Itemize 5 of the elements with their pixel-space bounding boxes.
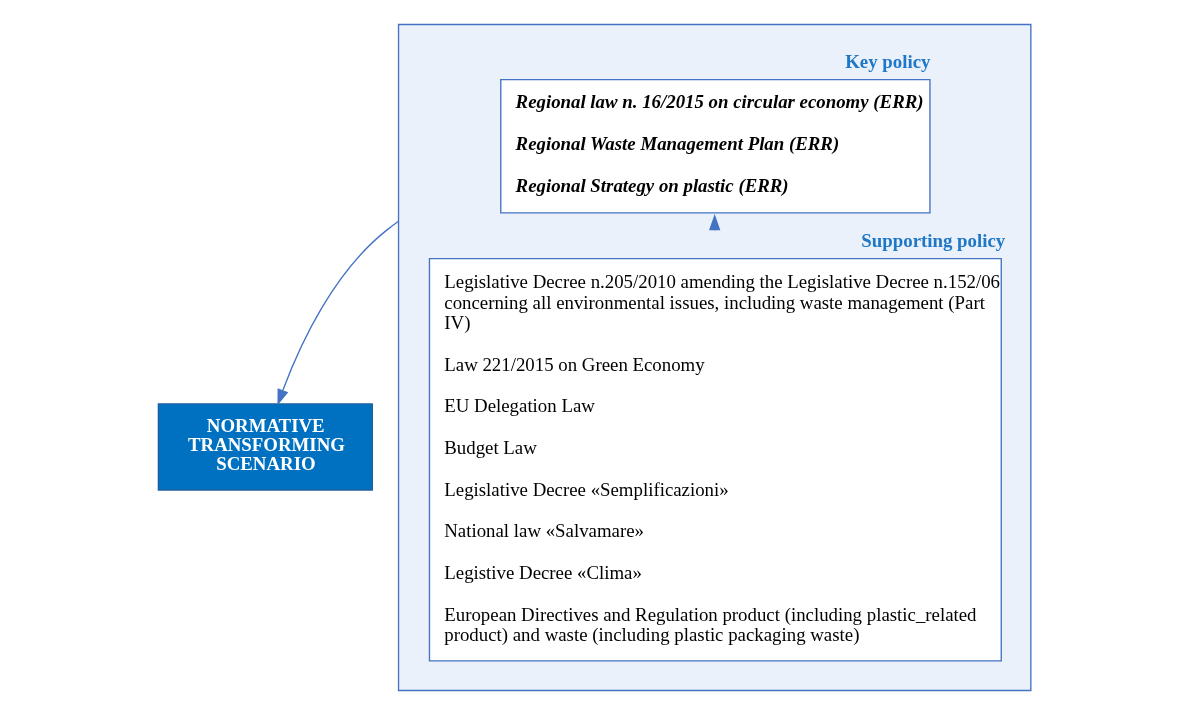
node-label: Key policy [845, 50, 931, 72]
node-box: NORMATIVE TRANSFORMING SCENARIO [157, 403, 373, 491]
arrow [277, 220, 400, 406]
node-label: Supporting policy [861, 229, 1006, 251]
cluster [397, 23, 1032, 692]
